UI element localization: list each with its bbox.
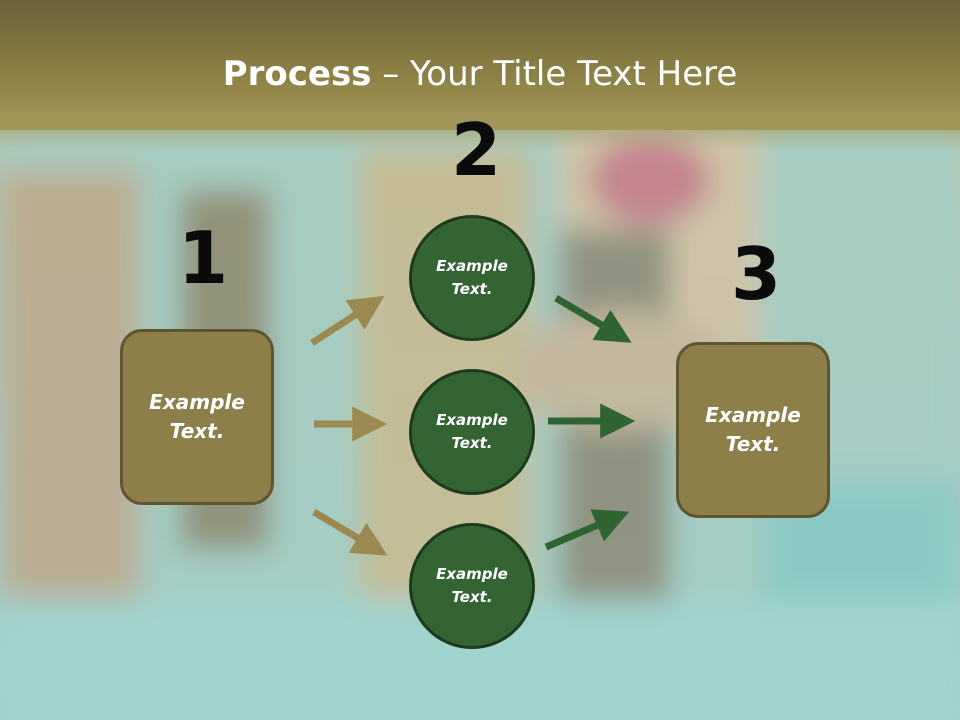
arrow-left-to-bottom (312, 508, 388, 556)
circle-middle[interactable]: Example Text. (409, 369, 535, 495)
arrow-top-to-right (554, 294, 632, 343)
circle-top[interactable]: Example Text. (409, 215, 535, 341)
circle-top-label: Example Text. (436, 257, 508, 298)
title-rest: – Your Title Text Here (371, 54, 738, 94)
right-text-box[interactable]: Example Text. (676, 342, 830, 518)
circle-bottom[interactable]: Example Text. (409, 523, 535, 649)
left-text-box[interactable]: Example Text. (120, 329, 274, 505)
step-number-2: 2 (451, 108, 502, 192)
title-bar-fade (0, 110, 960, 150)
title-bar (0, 0, 960, 130)
right-box-label: Example Text. (705, 403, 801, 456)
step-number-1: 1 (178, 216, 229, 300)
circle-bottom-label: Example Text. (436, 565, 508, 606)
circle-middle-label: Example Text. (436, 411, 508, 452)
step-number-3: 3 (731, 232, 782, 316)
title-bold: Process (222, 54, 372, 94)
arrow-bottom-to-right (544, 509, 630, 551)
slide-title: Process – Your Title Text Here (0, 52, 960, 96)
arrow-left-to-top (310, 295, 385, 346)
left-box-label: Example Text. (149, 390, 245, 443)
